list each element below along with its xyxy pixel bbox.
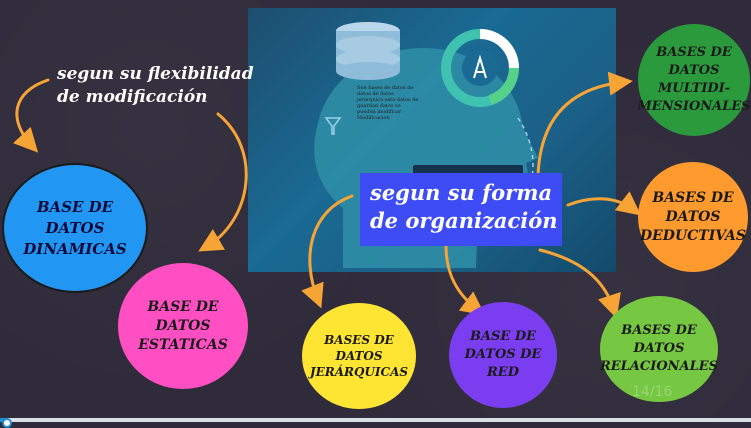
arrow-to-relacionales: [538, 248, 621, 319]
node-relacionales-label: BASES DE DATOS RELACIONALES: [599, 323, 719, 374]
overlay-small-text: Son bases de datos de datos de datos jer…: [357, 85, 419, 121]
donut-chart-icon: [441, 29, 519, 107]
arrow-to-multidimensionales: [536, 71, 633, 178]
presentation-progress-bar[interactable]: [0, 418, 751, 428]
node-multidimensionales: BASES DE DATOS MULTIDI-MENSIONALES: [637, 24, 751, 136]
progress-knob[interactable]: [2, 418, 12, 428]
arrow-to-red: [444, 244, 486, 316]
label-segun-flexibilidad: segun su flexibilidad de modificación: [57, 64, 254, 107]
arrow-to-jerarquicas: [301, 194, 354, 309]
node-dinamicas: BASE DE DATOS DINAMICAS: [2, 163, 148, 293]
node-multidimensionales-label: BASES DE DATOS MULTIDI-MENSIONALES: [637, 45, 751, 114]
arrow-to-deductivas: [566, 191, 642, 216]
database-icon: [336, 22, 400, 80]
page-indicator: 14/16: [632, 384, 673, 400]
node-deductivas: BASES DE DATOS DEDUCTIVAS: [638, 162, 748, 272]
node-red: BASE DE DATOS DE RED: [449, 302, 557, 408]
arrow-to-estaticas: [198, 112, 248, 252]
funnel-icon: [324, 117, 342, 135]
node-estaticas-label: BASE DE DATOS ESTATICAS: [138, 298, 228, 353]
center-box-organizacion: segun su forma de organización: [360, 173, 562, 246]
node-jerarquicas-label: BASES DE DATOS JERÁRQUICAS: [309, 333, 409, 379]
node-jerarquicas: BASES DE DATOS JERÁRQUICAS: [302, 303, 416, 409]
arrow-to-dinamicas: [13, 78, 50, 153]
node-dinamicas-label: BASE DE DATOS DINAMICAS: [23, 197, 127, 258]
node-relacionales: BASES DE DATOS RELACIONALES: [600, 296, 718, 402]
node-deductivas-label: BASES DE DATOS DEDUCTIVAS: [640, 189, 747, 244]
node-estaticas: BASE DE DATOS ESTATICAS: [118, 263, 248, 389]
node-red-label: BASE DE DATOS DE RED: [464, 329, 542, 380]
